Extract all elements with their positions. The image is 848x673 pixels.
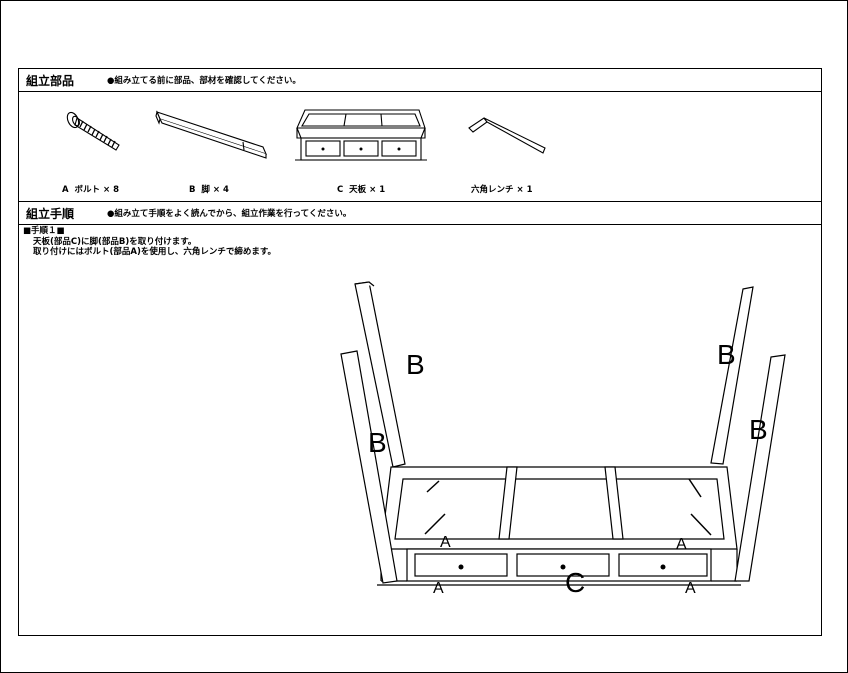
parts-note: ●組み立てる前に部品、部材を確認してください。 bbox=[107, 76, 301, 86]
procedure-header: 組立手順 ●組み立て手順をよく読んでから、組立作業を行ってください。 bbox=[19, 201, 821, 225]
part-letter: B bbox=[189, 185, 196, 195]
instruction-sheet: 組立部品 ●組み立てる前に部品、部材を確認してください。 bbox=[18, 68, 822, 636]
step-title: ■手順１■ bbox=[23, 226, 65, 236]
bolt-label: A bbox=[685, 580, 696, 597]
step-line: 取り付けにはボルト(部品A)を使用し、六角レンチで締めます。 bbox=[33, 247, 277, 257]
step-line: 天板(部品C)に脚(部品B)を取り付けます。 bbox=[33, 236, 197, 247]
parts-title: 組立部品 bbox=[26, 74, 75, 88]
leg-label: B bbox=[406, 349, 425, 380]
part-qty: × 1 bbox=[369, 185, 386, 195]
parts-list: A ボルト × 8 B 脚 × 4 bbox=[19, 92, 821, 200]
bolt-label: A bbox=[433, 580, 444, 597]
part-name: 六角レンチ bbox=[471, 185, 514, 195]
procedure-note: ●組み立て手順をよく読んでから、組立作業を行ってください。 bbox=[107, 209, 352, 219]
leg-label: B bbox=[368, 427, 387, 458]
leg-front-left bbox=[340, 350, 398, 584]
leg-front-right bbox=[734, 354, 786, 582]
part-qty: × 4 bbox=[212, 185, 229, 195]
leg-icon bbox=[155, 110, 267, 159]
tabletop-label: C bbox=[565, 567, 586, 598]
part-qty: × 8 bbox=[103, 185, 119, 195]
assembly-drawing bbox=[340, 281, 786, 586]
step-1: ■手順１■ 天板(部品C)に脚(部品B)を取り付けます。 取り付けにはボルト(部… bbox=[23, 226, 276, 258]
assembly-diagram: B B B B C A A A A bbox=[319, 249, 786, 609]
part-letter: A bbox=[62, 185, 69, 195]
part-letter: C bbox=[337, 185, 344, 195]
hex-wrench-icon bbox=[468, 117, 546, 154]
leg-label: B bbox=[749, 414, 768, 445]
part-name: 脚 bbox=[201, 185, 210, 195]
leg-back-right bbox=[710, 286, 754, 465]
part-qty: × 1 bbox=[516, 185, 533, 195]
part-name: 天板 bbox=[349, 185, 367, 195]
bolt-label: A bbox=[440, 534, 451, 551]
bolt-icon bbox=[66, 111, 120, 151]
bolt-markers bbox=[424, 478, 712, 536]
part-name: ボルト bbox=[74, 185, 101, 195]
parts-header: 組立部品 ●組み立てる前に部品、部材を確認してください。 bbox=[19, 69, 821, 92]
bolt-label: A bbox=[676, 536, 687, 553]
leg-label: B bbox=[717, 339, 736, 370]
procedure-title: 組立手順 bbox=[26, 207, 75, 221]
tabletop-icon bbox=[295, 109, 427, 161]
